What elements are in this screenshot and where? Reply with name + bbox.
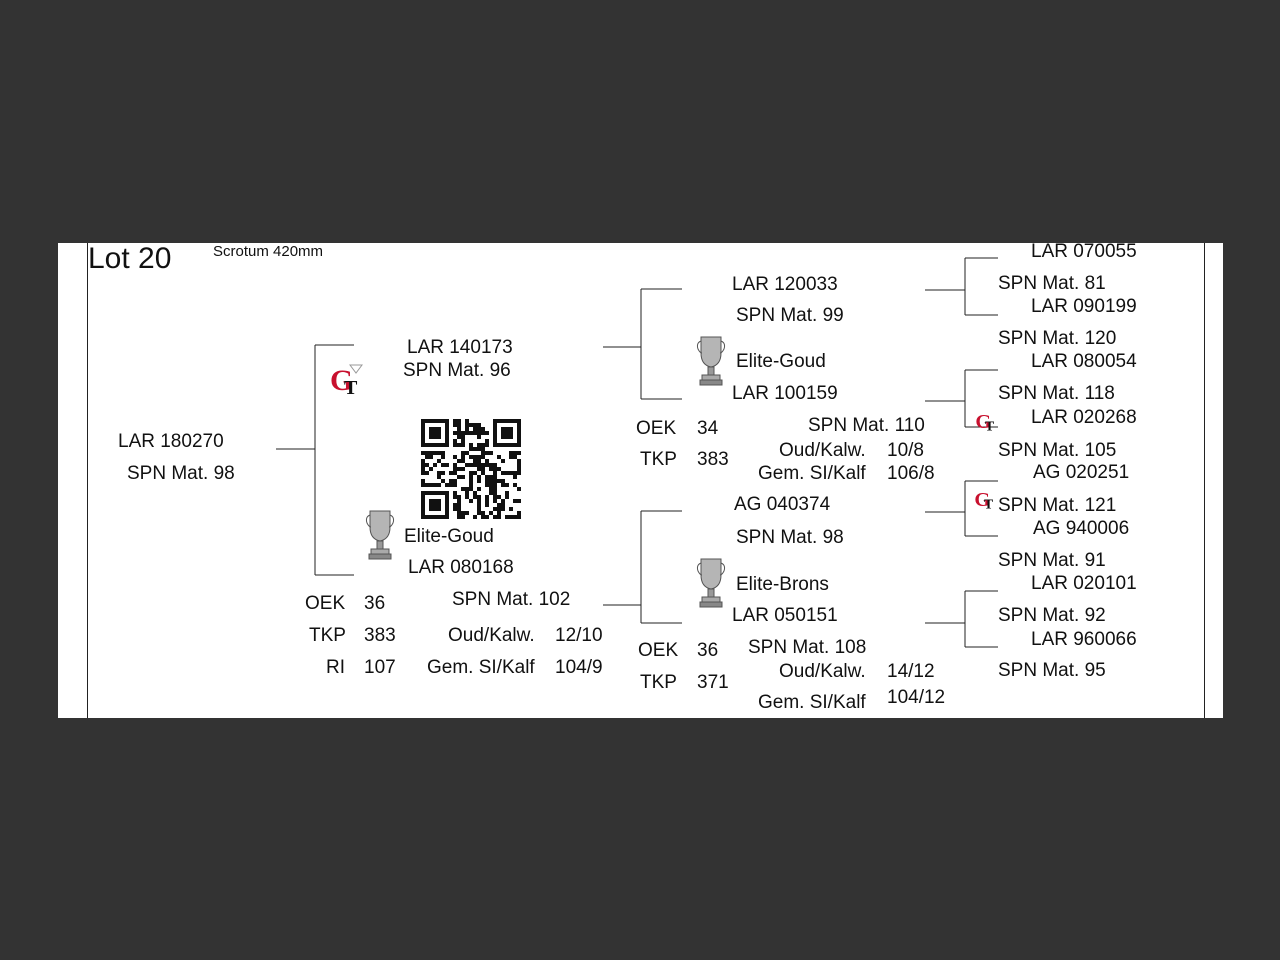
dam-sire-spn: SPN Mat. 98 (736, 527, 844, 548)
svg-text:T: T (984, 497, 993, 512)
sire-dam-spn: SPN Mat. 110 (808, 415, 925, 436)
svg-text:T: T (344, 377, 358, 399)
scrotum-label: Scrotum 420mm (213, 243, 324, 260)
dam-dam-oek-value: 36 (697, 640, 719, 661)
animal-id: LAR 180270 (118, 431, 224, 452)
dam-oud-label: Oud/Kalw. (448, 625, 535, 646)
sire-dam-award: Elite-Goud (736, 351, 826, 372)
sire-id: LAR 140173 (407, 337, 513, 358)
dam-award: Elite-Goud (404, 526, 494, 547)
sire-dam-oek-label: OEK (636, 418, 677, 439)
ggp-id: LAR 070055 (1031, 241, 1137, 262)
dam-id: LAR 080168 (408, 557, 514, 578)
dam-gem-value: 104/9 (555, 657, 603, 678)
ggp-spn: SPN Mat. 91 (998, 550, 1106, 571)
ggp-spn: SPN Mat. 81 (998, 273, 1106, 294)
ggp-spn: SPN Mat. 118 (998, 383, 1115, 404)
dam-dam-spn: SPN Mat. 108 (748, 637, 867, 658)
sire-ri-label: RI (326, 657, 345, 678)
ggp-spn: SPN Mat. 120 (998, 328, 1117, 349)
sire-dam-id: LAR 100159 (732, 383, 838, 404)
dam-gem-label: Gem. SI/Kalf (427, 657, 535, 678)
sire-dam-oud-value: 10/8 (887, 440, 924, 461)
dam-dam-oek-label: OEK (638, 640, 679, 661)
dam-dam-tkp-label: TKP (640, 672, 677, 693)
trophy-icon (365, 509, 395, 566)
sire-sire-spn: SPN Mat. 99 (736, 305, 844, 326)
ggp-id: AG 020251 (1033, 462, 1130, 483)
lot-title: Lot 20 (88, 242, 172, 275)
ggp-id: LAR 080054 (1031, 351, 1137, 372)
sire-tkp-label: TKP (309, 625, 346, 646)
sire-ri-value: 107 (364, 657, 396, 678)
dam-oud-value: 12/10 (555, 625, 603, 646)
sire-oek-value: 36 (364, 593, 386, 614)
trophy-icon (696, 557, 726, 614)
dam-dam-oud-value: 14/12 (887, 661, 935, 682)
ggp-id: AG 940006 (1033, 518, 1130, 539)
ggp-id: LAR 020268 (1031, 407, 1137, 428)
right-border-line (1204, 243, 1205, 718)
svg-text:G: G (974, 489, 990, 511)
svg-text:T: T (985, 419, 994, 434)
pedigree-connector-lines (276, 257, 998, 648)
sire-dam-oek-value: 34 (697, 418, 719, 439)
ggp-spn: SPN Mat. 121 (998, 495, 1117, 516)
ggp-id: LAR 960066 (1031, 629, 1137, 650)
sire-oek-label: OEK (305, 593, 346, 614)
dam-sire-id: AG 040374 (734, 494, 831, 515)
qr-code (421, 419, 521, 524)
ggp-id: LAR 090199 (1031, 296, 1137, 317)
left-border-line (87, 243, 88, 718)
sire-sire-id: LAR 120033 (732, 274, 838, 295)
svg-text:G: G (330, 364, 353, 397)
dam-spn: SPN Mat. 102 (452, 589, 571, 610)
dam-dam-award: Elite-Brons (736, 574, 829, 595)
dam-dam-tkp-value: 371 (697, 672, 729, 693)
ggp-spn: SPN Mat. 95 (998, 660, 1106, 681)
ggp-spn: SPN Mat. 105 (998, 440, 1117, 461)
pedigree-sheet: Lot 20 Scrotum 420mm LAR 180270 SPN Mat.… (58, 241, 1223, 718)
sire-spn: SPN Mat. 96 (403, 360, 511, 381)
sire-dam-gem-label: Gem. SI/Kalf (758, 463, 866, 484)
dam-dam-id: LAR 050151 (732, 605, 838, 626)
dam-dam-oud-label: Oud/Kalw. (779, 661, 866, 682)
sire-dam-oud-label: Oud/Kalw. (779, 440, 866, 461)
ggp-id: LAR 020101 (1031, 573, 1137, 594)
sire-dam-tkp-label: TKP (640, 449, 677, 470)
sire-dam-tkp-value: 383 (697, 449, 729, 470)
sire-tkp-value: 383 (364, 625, 396, 646)
svg-text:G: G (975, 411, 991, 433)
sire-dam-gem-value: 106/8 (887, 463, 935, 484)
trophy-icon (696, 335, 726, 392)
ggp-spn: SPN Mat. 92 (998, 605, 1106, 626)
dam-dam-gem-label: Gem. SI/Kalf (758, 692, 866, 713)
dam-dam-gem-value: 104/12 (887, 687, 946, 708)
animal-spn: SPN Mat. 98 (127, 463, 235, 484)
